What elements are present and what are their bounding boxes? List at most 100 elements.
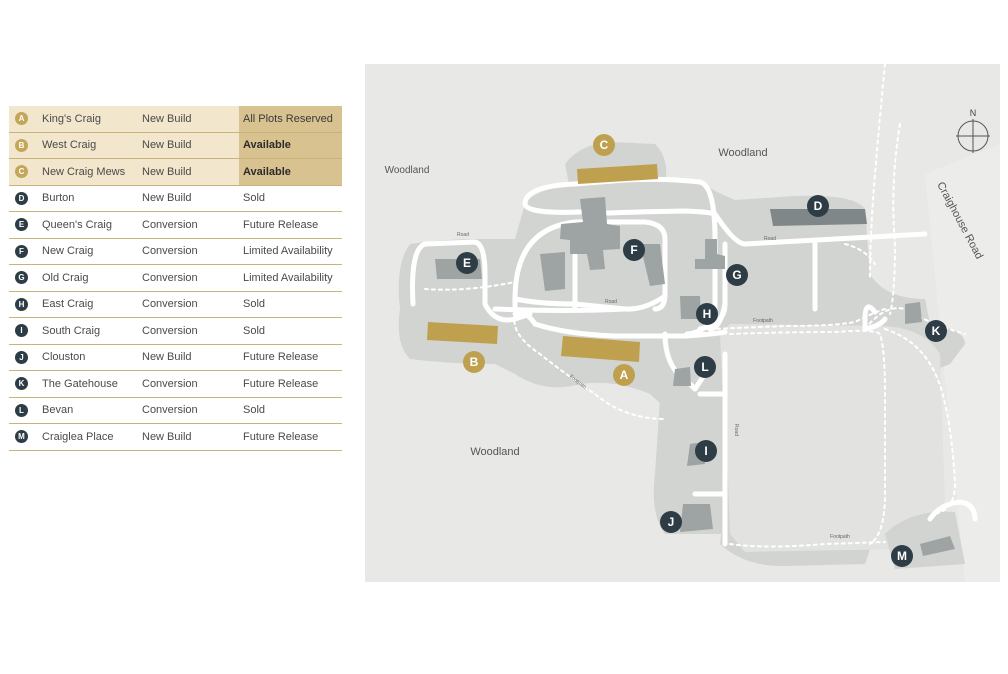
pin-circle (696, 303, 718, 325)
map-pin-a[interactable]: A (613, 364, 635, 386)
legend-badge: C (15, 165, 28, 179)
legend-badge: E (15, 218, 28, 232)
west-craig-building (427, 322, 498, 344)
map-pin-m[interactable]: M (891, 545, 913, 567)
map-pin-e[interactable]: E (456, 252, 478, 274)
development-type: New Build (142, 139, 192, 152)
pin-circle (613, 364, 635, 386)
pin-letter: B (470, 355, 479, 369)
development-status: Sold (243, 404, 266, 417)
map-pin-d[interactable]: D (807, 195, 829, 217)
woodland-left-label: Woodland (385, 165, 430, 176)
map-pin-h[interactable]: H (696, 303, 718, 325)
pin-letter: K (932, 324, 941, 338)
development-status: Future Release (243, 218, 319, 231)
pin-letter: F (630, 243, 637, 257)
development-name: South Craig (42, 324, 101, 337)
development-name: Old Craig (42, 271, 89, 284)
development-type: New Build (142, 351, 192, 364)
development-type: New Build (142, 430, 192, 443)
map-pin-f[interactable]: F (623, 239, 645, 261)
pin-circle (891, 545, 913, 567)
development-name: Queen's Craig (42, 218, 112, 231)
legend-badge: A (15, 112, 28, 126)
pin-letter: C (600, 138, 609, 152)
legend-row: E Queen's Craig Conversion Future Release (9, 212, 342, 239)
development-status: Future Release (243, 377, 319, 390)
road-label-4: Road (733, 424, 739, 436)
legend-badge: D (15, 191, 28, 205)
road-label-2: Road (605, 299, 617, 305)
pin-circle (463, 351, 485, 373)
pin-circle (660, 511, 682, 533)
legend-badge: F (15, 244, 28, 258)
development-name: West Craig (42, 139, 97, 152)
footpath-label-3: Footpath (830, 534, 850, 540)
road-label-1: Road (457, 232, 469, 238)
kings-craig-building (561, 336, 640, 362)
map-pin-g[interactable]: G (726, 264, 748, 286)
development-status: Limited Availability (243, 245, 333, 258)
development-status: All Plots Reserved (239, 106, 342, 132)
development-name: Bevan (42, 404, 74, 417)
map-pin-b[interactable]: B (463, 351, 485, 373)
road-label-3: Road (764, 236, 776, 242)
legend-badge: L (15, 403, 28, 417)
development-status: Sold (243, 192, 266, 205)
pin-letter: M (897, 549, 907, 563)
legend-badge: G (15, 271, 28, 285)
main-road-strip (925, 144, 1000, 582)
north-label: N (970, 108, 977, 118)
development-type: New Build (142, 192, 192, 205)
development-status: Sold (243, 298, 266, 311)
pin-circle (593, 134, 615, 156)
pin-circle (726, 264, 748, 286)
footpath-label-1: Footpath (753, 318, 773, 324)
pin-letter: E (463, 256, 471, 270)
development-type: Conversion (142, 298, 198, 311)
map-pin-l[interactable]: L (694, 356, 716, 378)
map-pins: A B C D E F GH I J K L M (456, 134, 947, 567)
pin-circle (807, 195, 829, 217)
legend-badge: B (15, 138, 28, 152)
development-type: Conversion (142, 271, 198, 284)
development-type: Conversion (142, 218, 198, 231)
north-compass: N (956, 108, 990, 153)
map-pin-c[interactable]: C (593, 134, 615, 156)
pin-circle (623, 239, 645, 261)
map-pin-k[interactable]: K (925, 320, 947, 342)
map-pin-j[interactable]: J (660, 511, 682, 533)
pin-circle (456, 252, 478, 274)
south-lawn (720, 324, 945, 552)
development-name: Clouston (42, 351, 86, 364)
new-craig-mews-building (577, 164, 658, 184)
development-status: Available (239, 132, 342, 158)
south-plot (653, 399, 730, 534)
pin-letter: J (668, 515, 675, 529)
pin-circle (695, 440, 717, 462)
development-name: The Gatehouse (42, 377, 118, 390)
pin-letter: A (620, 368, 629, 382)
development-status: Limited Availability (243, 271, 333, 284)
development-status: Sold (243, 324, 266, 337)
development-name: New Craig (42, 245, 94, 258)
legend-row: B West Craig New Build Available (9, 132, 342, 159)
development-type: Conversion (142, 245, 198, 258)
development-name: Craiglea Place (42, 430, 114, 443)
site-map: N Woodland Woodland Woodland Craighouse … (365, 64, 1000, 582)
development-status: Available (239, 159, 342, 185)
development-type: Conversion (142, 324, 198, 337)
pin-circle (694, 356, 716, 378)
map-pin-i[interactable]: I (695, 440, 717, 462)
legend-row: L Bevan Conversion Sold (9, 398, 342, 424)
development-status: Future Release (243, 430, 319, 443)
development-type: Conversion (142, 404, 198, 417)
pin-circle (925, 320, 947, 342)
pin-letter: L (701, 360, 708, 374)
